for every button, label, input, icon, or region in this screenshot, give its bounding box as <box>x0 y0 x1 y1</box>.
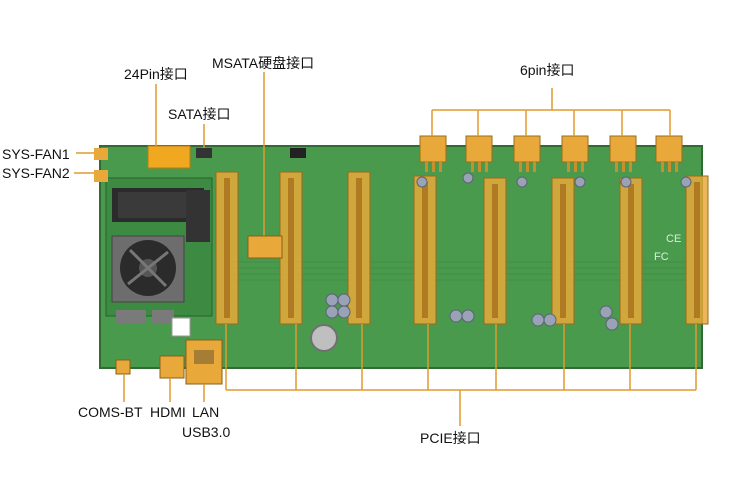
label-sys-fan1: SYS-FAN1 <box>2 146 70 162</box>
pcie-slot-groove-7 <box>628 184 634 318</box>
board-mark-fc: FC <box>654 251 669 263</box>
pin6-connector-5 <box>609 135 637 163</box>
pin6-pin <box>533 162 536 172</box>
label-msata: MSATA硬盘接口 <box>212 55 315 71</box>
pin6-pin <box>526 162 529 172</box>
pcie-slots <box>215 171 709 325</box>
sata-connector <box>196 148 212 158</box>
pin6-pin <box>675 162 678 172</box>
pin6-pin <box>629 162 632 172</box>
pin6-connectors <box>419 135 683 172</box>
coms-bt-connector <box>115 359 131 375</box>
sys-fan1-header <box>94 148 108 160</box>
cpu-heatsink <box>111 235 185 303</box>
hdmi-port <box>159 355 185 379</box>
pin6-pin <box>567 162 570 172</box>
pin6-pin <box>519 162 522 172</box>
label-24pin: 24Pin接口 <box>124 66 188 82</box>
label-6pin: 6pin接口 <box>520 62 575 78</box>
label-hdmi: HDMI <box>150 404 186 420</box>
pin6-pin <box>574 162 577 172</box>
pcie-slot-groove-4 <box>422 182 428 318</box>
pin6-pin <box>471 162 474 172</box>
pin6-pin <box>432 162 435 172</box>
pin6-pin <box>439 162 442 172</box>
pcie-slot-groove-3 <box>356 178 362 318</box>
label-usb3: USB3.0 <box>182 424 231 440</box>
msata-slot-highlight <box>247 235 283 259</box>
leader-lines <box>74 72 697 426</box>
capacitors <box>325 172 692 331</box>
pcie-slot-groove-8 <box>694 182 700 318</box>
lan-usb-port <box>185 339 223 385</box>
pin6-pin <box>668 162 671 172</box>
pin6-pin <box>661 162 664 172</box>
pin6-connector-3 <box>513 135 541 163</box>
pin6-connector-4 <box>561 135 589 163</box>
board-mark-ce: CE <box>666 233 681 245</box>
pcb-traces <box>230 261 690 281</box>
pcie-slot-groove-1 <box>224 178 230 318</box>
atx-24pin-connector <box>147 145 191 169</box>
pin6-connector-2 <box>465 135 493 163</box>
pcie-slot-groove-2 <box>288 178 294 318</box>
label-sata: SATA接口 <box>168 106 231 122</box>
label-lan: LAN <box>192 404 220 420</box>
pin6-pin <box>478 162 481 172</box>
pin6-pin <box>622 162 625 172</box>
sys-fan2-header <box>94 170 108 182</box>
pin6-pin <box>485 162 488 172</box>
pcie-slot-groove-6 <box>560 184 566 318</box>
pcie-slot-groove-5 <box>492 184 498 318</box>
label-coms-bt: COMS-BT <box>78 404 143 420</box>
label-pcie: PCIE接口 <box>420 430 481 446</box>
pin6-pin <box>615 162 618 172</box>
pin6-connector-6 <box>655 135 683 163</box>
pin6-connector-1 <box>419 135 447 163</box>
pin6-pin <box>581 162 584 172</box>
cmos-battery <box>310 324 338 352</box>
label-sys-fan2: SYS-FAN2 <box>2 165 70 181</box>
pin6-pin <box>425 162 428 172</box>
